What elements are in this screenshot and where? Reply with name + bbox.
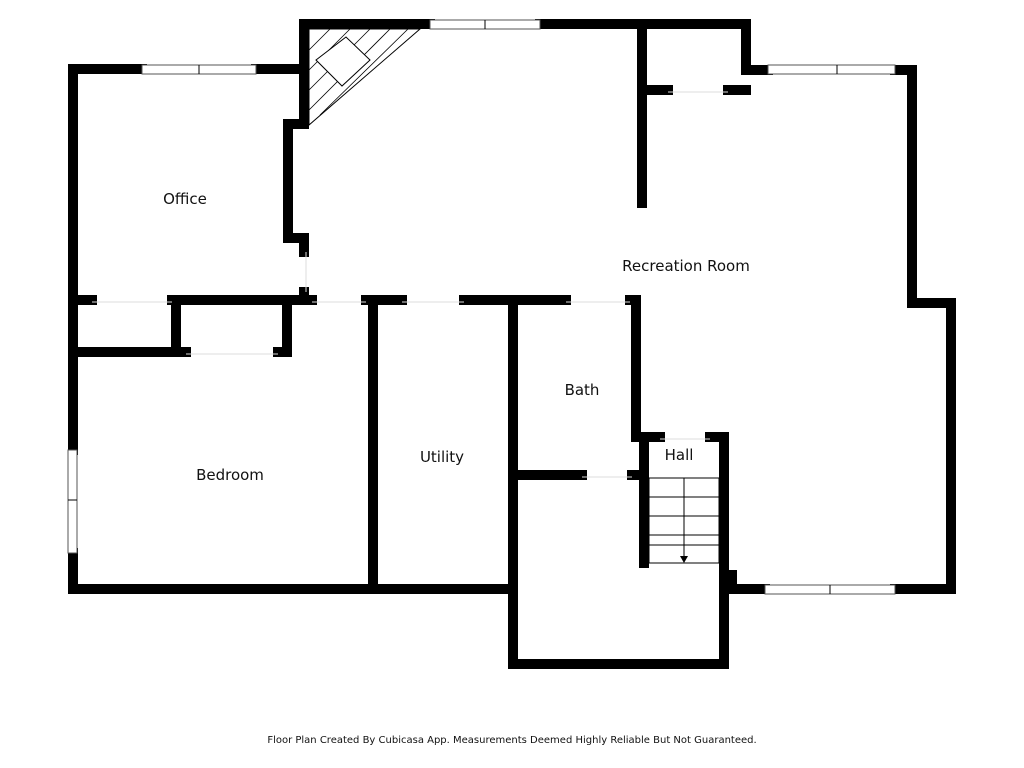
fireplace-stair-corner — [308, 28, 422, 127]
room-label-hall: Hall — [664, 446, 694, 464]
footer-disclaimer: Floor Plan Created By Cubicasa App. Meas… — [267, 735, 757, 746]
room-label-bath: Bath — [564, 381, 600, 399]
room-label-office: Office — [163, 190, 207, 208]
doors — [92, 91, 728, 478]
walls — [68, 19, 956, 669]
room-label-bedroom: Bedroom — [196, 466, 264, 484]
room-label-utility: Utility — [419, 448, 465, 466]
room-label-recreation-room: Recreation Room — [622, 257, 750, 275]
stair-direction-arrow-icon — [680, 556, 688, 563]
windows — [67, 19, 896, 595]
hall-stairs — [648, 477, 720, 564]
